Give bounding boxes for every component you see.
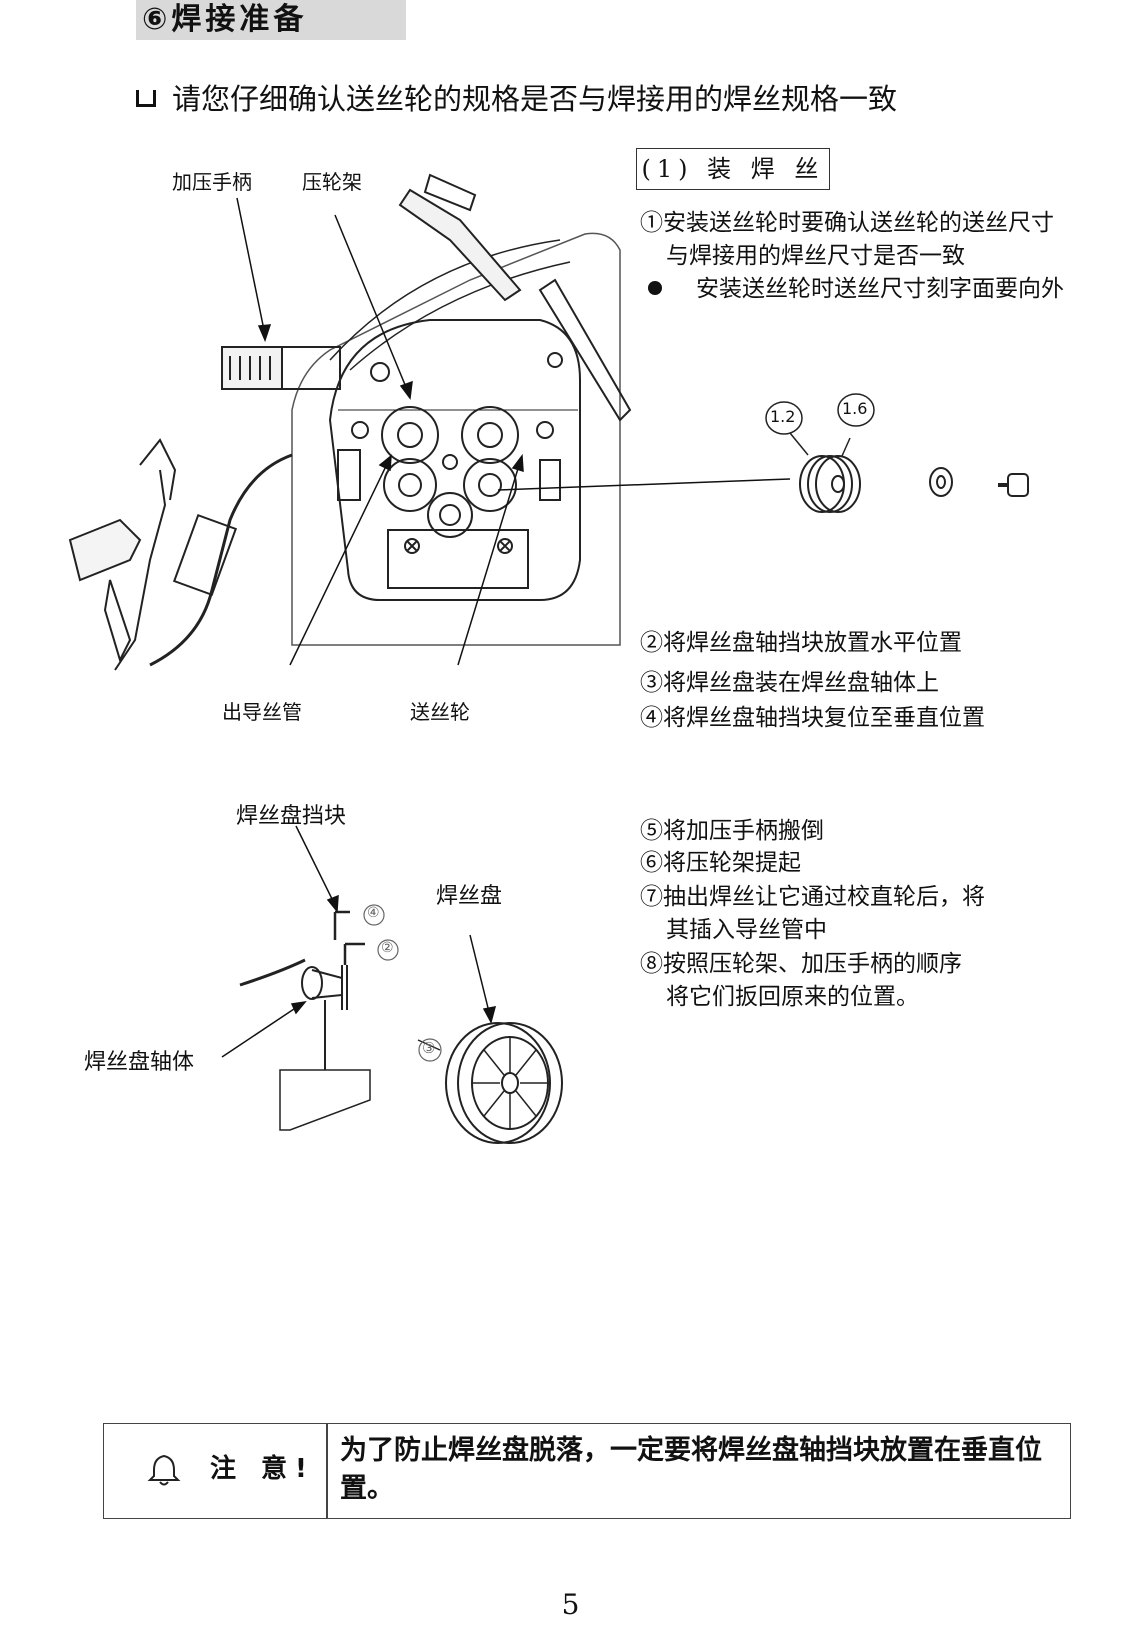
label-spool-stopper: 焊丝盘挡块 <box>236 804 347 829</box>
step-1-line-1: ①安装送丝轮时要确认送丝轮的送丝尺寸 <box>640 210 1054 236</box>
step-7-line-1: ⑦抽出焊丝让它通过校直轮后，将 <box>640 884 985 910</box>
step-6: ⑥将压轮架提起 <box>640 850 801 876</box>
label-feed-roller: 送丝轮 <box>410 700 470 724</box>
label-outlet-tube: 出导丝管 <box>222 700 302 724</box>
bell-icon <box>147 1454 181 1486</box>
step-8-line-1: ⑧按照压轮架、加压手柄的顺序 <box>640 951 962 977</box>
notice-box: 注 意! 为了防止焊丝盘脱落，一定要将焊丝盘轴挡块放置在垂直位置。 <box>103 1423 1071 1519</box>
step-8-line-2: 将它们扳回原来的位置。 <box>666 984 919 1010</box>
step-3: ③将焊丝盘装在焊丝盘轴体上 <box>640 670 939 696</box>
page-number: 5 <box>561 1588 580 1621</box>
spool-mounting-diagram <box>221 825 563 1144</box>
step-4: ④将焊丝盘轴挡块复位至垂直位置 <box>640 705 985 731</box>
label-pressure-handle: 加压手柄 <box>172 170 252 194</box>
marker-4: ④ <box>367 905 380 921</box>
intro-label: 请您仔细确认送丝轮的规格是否与焊接用的焊丝规格一致 <box>172 82 898 116</box>
notice-label: 注 意! <box>210 1454 315 1484</box>
install-note-text: 安装送丝轮时送丝尺寸刻字面要向外 <box>696 276 1064 302</box>
section-title: ⑥焊接准备 <box>136 0 406 40</box>
notice-divider <box>326 1424 328 1518</box>
bullet-icon <box>136 90 156 107</box>
marker-3: ③ <box>422 1039 436 1057</box>
step-7-line-2: 其插入导丝管中 <box>666 917 827 943</box>
step-1-line-2: 与焊接用的焊丝尺寸是否一致 <box>666 243 965 269</box>
label-roller-frame: 压轮架 <box>302 170 362 194</box>
bullet-dot-icon <box>648 281 662 295</box>
label-spool: 焊丝盘 <box>436 884 503 909</box>
marker-2: ② <box>381 940 394 956</box>
notice-text: 为了防止焊丝盘脱落，一定要将焊丝盘轴挡块放置在垂直位置。 <box>340 1435 1042 1504</box>
wire-feeder-diagram <box>68 173 1029 671</box>
step-5: ⑤将加压手柄搬倒 <box>640 818 824 844</box>
roller-size-1: 1.2 <box>770 407 796 426</box>
label-spool-shaft: 焊丝盘轴体 <box>84 1050 195 1075</box>
step-2: ②将焊丝盘轴挡块放置水平位置 <box>640 630 962 656</box>
install-box-title: (1) 装 焊 丝 <box>636 148 830 190</box>
roller-size-2: 1.6 <box>842 399 868 418</box>
intro-text: 请您仔细确认送丝轮的规格是否与焊接用的焊丝规格一致 <box>136 76 897 118</box>
install-note: 安装送丝轮时送丝尺寸刻字面要向外 <box>648 273 1064 305</box>
